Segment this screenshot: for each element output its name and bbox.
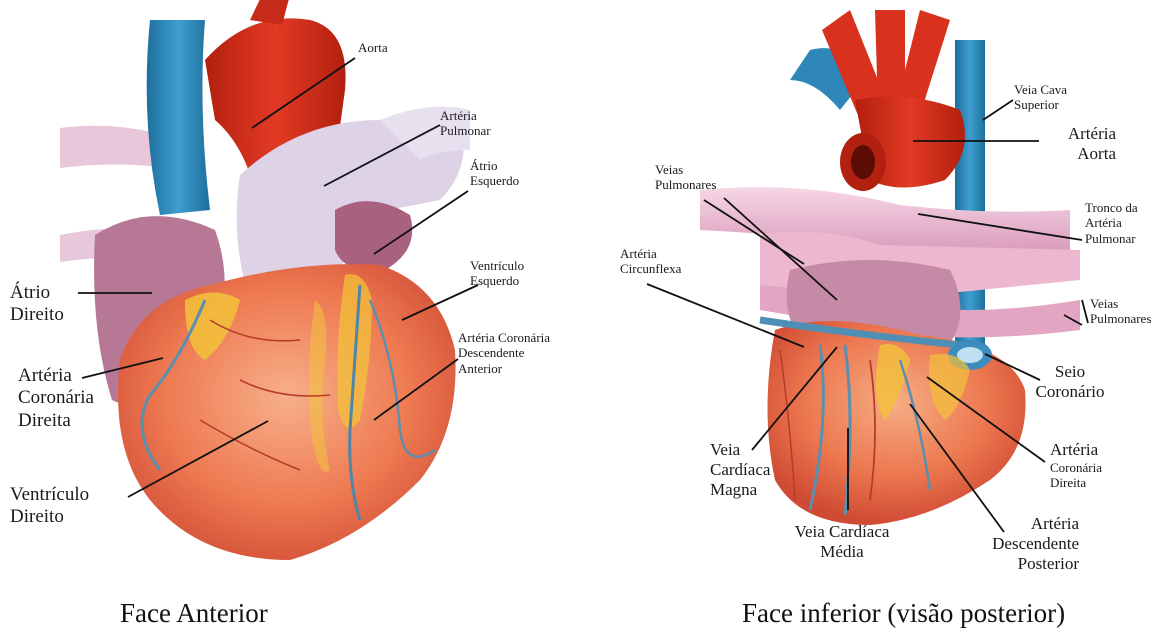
label-arteria-descendente-posterior: Artéria Descendente Posterior bbox=[955, 514, 1079, 574]
label-veias-pulmonares-right: Veias Pulmonares bbox=[1090, 296, 1151, 327]
left-heart-drawing bbox=[60, 0, 470, 560]
caption-face-anterior: Face Anterior bbox=[120, 598, 268, 629]
label-atrio-esquerdo: Átrio Esquerdo bbox=[470, 158, 519, 189]
label-veia-cava-superior: Veia Cava Superior bbox=[1014, 82, 1067, 113]
label-veias-pulmonares-top: Veias Pulmonares bbox=[655, 162, 716, 193]
label-veia-cardiaca-magna: Veia Cardíaca Magna bbox=[710, 440, 770, 500]
label-arteria-aorta: Artéria Aorta bbox=[1040, 124, 1116, 164]
label-seio-coronario: Seio Coronário bbox=[1020, 362, 1120, 402]
label-ventriculo-esquerdo: Ventrículo Esquerdo bbox=[470, 258, 524, 289]
label-aorta: Aorta bbox=[358, 40, 388, 55]
label-arteria-circunflexa: Artéria Circunflexa bbox=[620, 246, 681, 277]
caption-face-inferior: Face inferior (visão posterior) bbox=[742, 598, 1065, 629]
label-arteria-coronaria-descendente-anterior: Artéria Coronária Descendente Anterior bbox=[458, 330, 550, 376]
label-ventriculo-direito: Ventrículo Direito bbox=[10, 484, 89, 529]
label-arteria-coronaria-direita-post: Artéria Coronária Direita bbox=[1050, 440, 1102, 491]
label-arteria-coronaria-direita: Artéria Coronária Direita bbox=[18, 365, 94, 432]
label-tronco-arteria-pulmonar: Tronco da Artéria Pulmonar bbox=[1085, 200, 1138, 246]
label-atrio-direito: Átrio Direito bbox=[10, 282, 64, 327]
label-veia-cardiaca-media: Veia Cardíaca Média bbox=[772, 522, 912, 562]
label-arteria-pulmonar: Artéria Pulmonar bbox=[440, 108, 491, 139]
